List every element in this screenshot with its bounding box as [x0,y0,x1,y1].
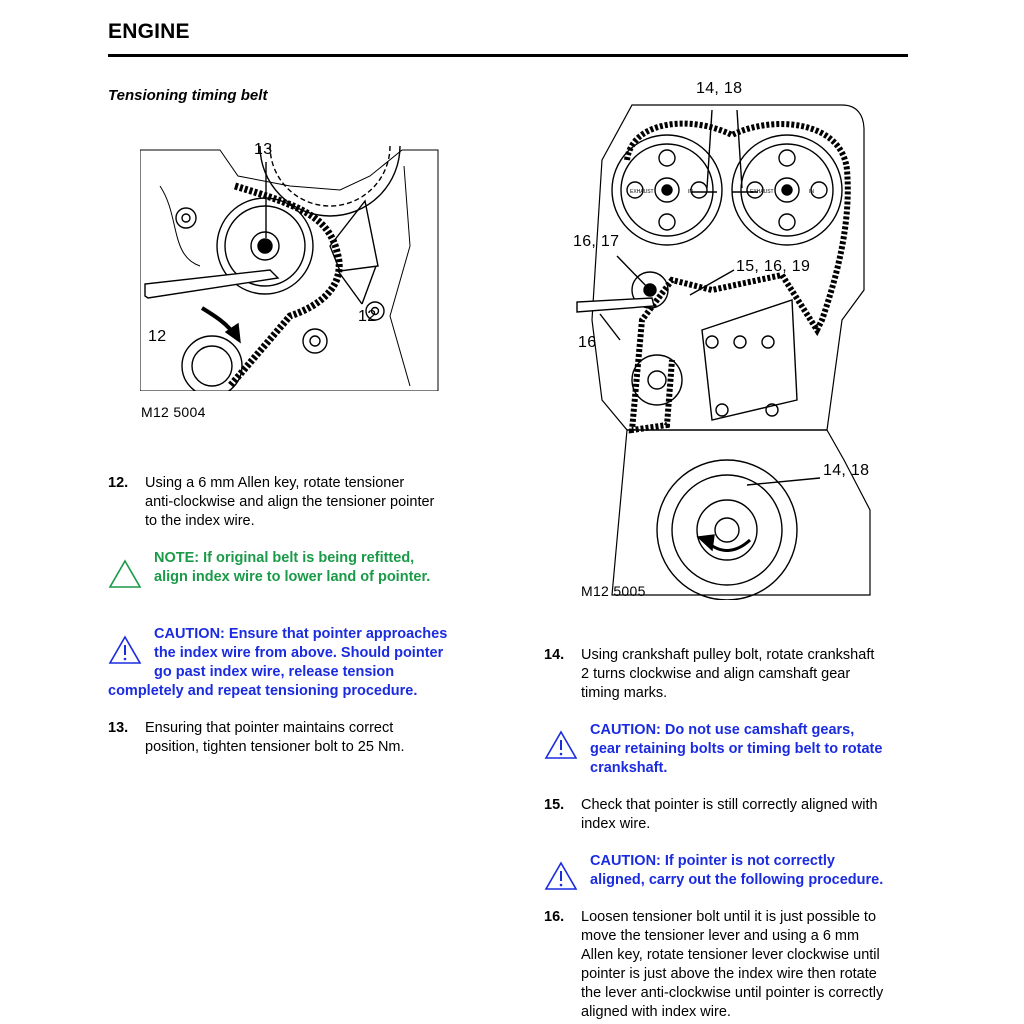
callout-16-17: 16, 17 [573,233,620,250]
step-number: 14. [544,647,565,663]
step-number: 12. [108,475,129,491]
step-line: Loosen tensioner bolt until it is just p… [581,909,877,925]
gear-label-in-left: IN [688,189,693,195]
step-line: Allen key, rotate tensioner lever clockw… [581,947,880,963]
step-16: 16. Loosen tensioner bolt until it is ju… [544,908,984,1024]
caution-triangle-icon [544,861,578,897]
section-heading: Tensioning timing belt [108,87,268,104]
gear-label-exhaust-right: EXHAUST [750,189,774,195]
step-line: move the tensioner lever and using a 6 m… [581,928,860,944]
step-line: Using crankshaft pulley bolt, rotate cra… [581,647,875,663]
step-line: aligned with index wire. [581,1004,731,1020]
callout-13: 13 [254,141,273,158]
callout-12-left: 12 [148,328,167,345]
caution-line: CAUTION: If pointer is not correctly [590,853,835,869]
step-line: Ensuring that pointer maintains correct [145,720,394,736]
step-number: 15. [544,797,565,813]
caution-line: CAUTION: Ensure that pointer approaches [154,626,448,642]
caution-line: gear retaining bolts or timing belt to r… [590,741,883,757]
step-line: to the index wire. [145,513,255,529]
caution-line: aligned, carry out the following procedu… [590,872,884,888]
page-title: ENGINE [108,20,190,43]
step-line: Check that pointer is still correctly al… [581,797,878,813]
step-line: position, tighten tensioner bolt to 25 N… [145,739,405,755]
caution-triangle-icon [108,635,142,671]
caution-block-3: CAUTION: If pointer is not correctly ali… [544,852,944,894]
step-line: pointer is just above the index wire the… [581,966,877,982]
caution-triangle-icon [544,730,578,766]
step-number: 13. [108,720,129,736]
callout-15-16-19: 15, 16, 19 [736,258,811,275]
step-12: 12. Using a 6 mm Allen key, rotate tensi… [108,474,528,534]
step-line: 2 turns clockwise and align camshaft gea… [581,666,851,682]
step-line: index wire. [581,816,651,832]
note-line: NOTE: If original belt is being refitted… [154,550,415,566]
step-15: 15. Check that pointer is still correctl… [544,796,964,836]
timing-belt-illustration: EXHAUST EXHAUST IN IN [576,104,871,600]
step-14: 14. Using crankshaft pulley bolt, rotate… [544,646,964,706]
caution-line: the index wire from above. Should pointe… [154,645,444,661]
caution-line: CAUTION: Do not use camshaft gears, [590,722,855,738]
callout-14-18-top: 14, 18 [696,80,743,97]
caution-line: completely and repeat tensioning procedu… [108,683,418,699]
note-block: NOTE: If original belt is being refitted… [108,549,528,591]
step-line: timing marks. [581,685,668,701]
figure-timing-belt-overview: EXHAUST EXHAUST IN IN 14, 18 16, 17 15, … [572,80,892,600]
tensioner-illustration [140,146,439,391]
figure-tensioner-closeup: 13 12 12 [140,141,440,391]
callout-12-right: 12 [358,308,377,325]
step-number: 16. [544,909,565,925]
caution-line: go past index wire, release tension [154,664,395,680]
step-line: the lever anti-clockwise until pointer i… [581,985,884,1001]
warning-triangle-icon [108,559,142,595]
gear-label-in-right: IN [809,189,814,195]
caution-block-1: CAUTION: Ensure that pointer approaches … [108,625,528,705]
note-line: align index wire to lower land of pointe… [154,569,431,585]
gear-label-exhaust-left: EXHAUST [630,189,654,195]
caution-block-2: CAUTION: Do not use camshaft gears, gear… [544,721,944,781]
step-13: 13. Ensuring that pointer maintains corr… [108,719,528,759]
figure-code-left: M12 5004 [141,404,206,420]
callout-14-18-crank: 14, 18 [823,462,870,479]
caution-line: crankshaft. [590,760,668,776]
callout-16: 16 [578,334,597,351]
step-line: anti-clockwise and align the tensioner p… [145,494,435,510]
figure-code-right: M12 5005 [581,583,646,599]
title-divider [108,54,908,57]
step-line: Using a 6 mm Allen key, rotate tensioner [145,475,405,491]
